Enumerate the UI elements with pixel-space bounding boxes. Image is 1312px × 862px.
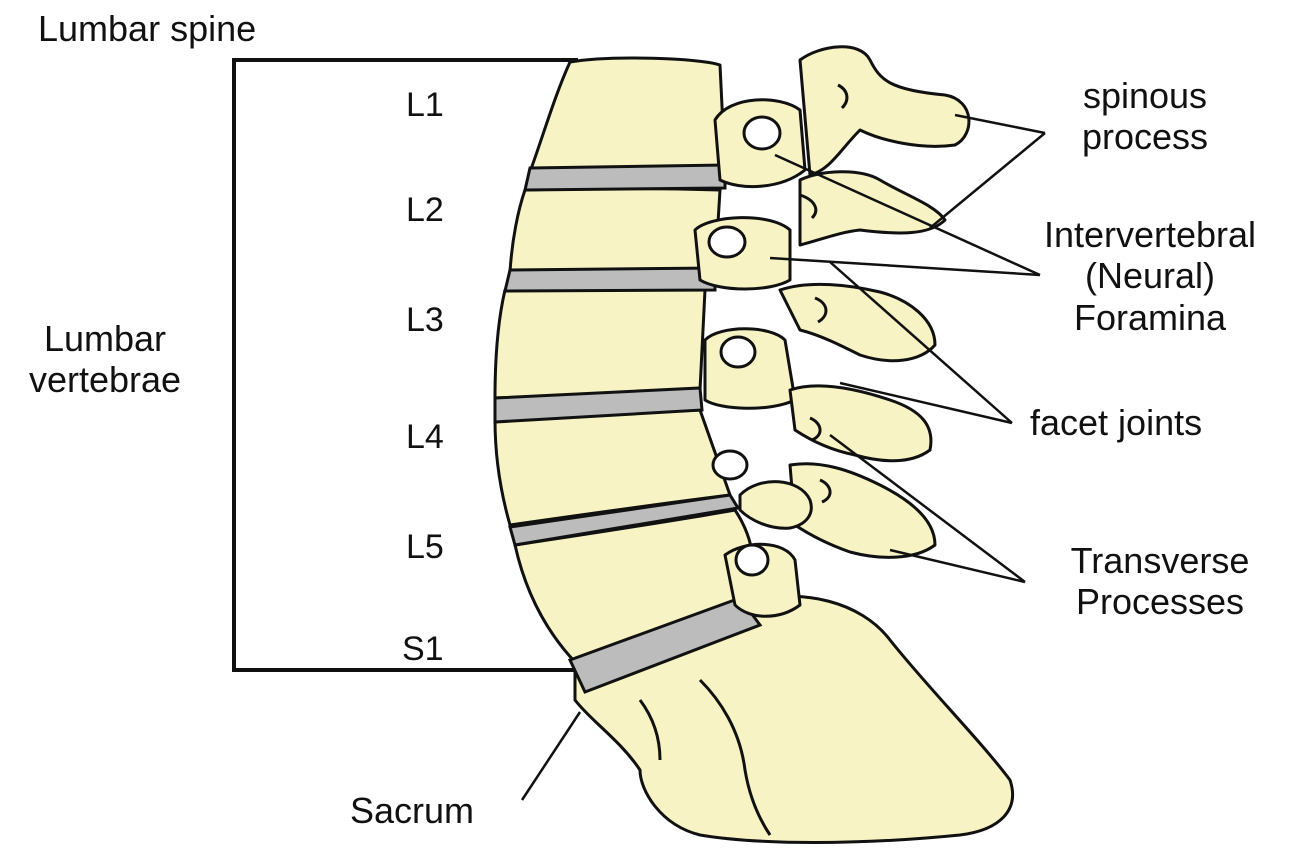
transverse-process-l3 bbox=[778, 282, 937, 363]
level-label-l5: L5 bbox=[406, 528, 444, 566]
foramen-hole bbox=[742, 115, 782, 151]
level-label-s1: S1 bbox=[402, 630, 444, 668]
facet-l5 bbox=[738, 480, 813, 530]
sacrum-fold bbox=[698, 678, 772, 836]
leader-lines bbox=[520, 113, 1046, 801]
intervertebral-disc bbox=[523, 163, 727, 192]
foramen-hole bbox=[734, 543, 770, 577]
leader-transverse-2 bbox=[889, 548, 1026, 584]
vertebra-body-l3 bbox=[493, 288, 707, 400]
level-label-l1: L1 bbox=[406, 86, 444, 124]
intervertebral-disc bbox=[493, 386, 704, 424]
label-transverse-processes: Transverse Processes bbox=[1070, 540, 1250, 623]
label-spinous-process: spinous process bbox=[1081, 75, 1209, 158]
level-label-l4: L4 bbox=[406, 418, 444, 456]
facet-detail bbox=[809, 416, 822, 442]
sacrum-fold bbox=[638, 699, 662, 761]
spinous-process-l2 bbox=[798, 170, 947, 247]
leader-facet-1 bbox=[829, 261, 1013, 424]
leader-facet-2 bbox=[839, 381, 1013, 425]
posterior-element-l2 bbox=[693, 216, 792, 291]
lumbar-bracket bbox=[232, 58, 578, 672]
facet-detail bbox=[819, 478, 832, 504]
facet-detail bbox=[799, 193, 818, 220]
transverse-process-l4 bbox=[788, 384, 933, 463]
label-intervertebral-foramina: Intervertebral (Neural) Foramina bbox=[1043, 214, 1257, 338]
label-sacrum: Sacrum bbox=[350, 790, 475, 831]
foramen-hole bbox=[707, 225, 747, 259]
leader-foramina-2 bbox=[769, 256, 1041, 277]
leader-sacrum bbox=[520, 711, 582, 801]
level-label-l3: L3 bbox=[406, 301, 444, 339]
leader-spinous-1 bbox=[954, 113, 1046, 135]
facet-detail bbox=[837, 83, 849, 110]
foramen-hole bbox=[711, 449, 749, 481]
vertebra-body-l1 bbox=[528, 56, 727, 174]
leader-foramina-1 bbox=[774, 153, 1041, 277]
transverse-process-l5 bbox=[788, 462, 937, 559]
level-label-l2: L2 bbox=[406, 191, 444, 229]
diagram-title: Lumbar spine bbox=[38, 8, 257, 49]
facet-detail bbox=[814, 296, 828, 324]
leader-spinous-2 bbox=[929, 132, 1046, 229]
vertebra-body-l2 bbox=[508, 187, 722, 274]
label-facet-joints: facet joints bbox=[1030, 402, 1203, 443]
leader-transverse-1 bbox=[829, 434, 1026, 583]
spinous-process-l1 bbox=[798, 45, 971, 177]
foramen-hole bbox=[719, 335, 757, 369]
intervertebral-disc bbox=[503, 266, 717, 293]
lumbar-vertebrae-label: Lumbar vertebrae bbox=[28, 318, 182, 401]
intervertebral-disc bbox=[508, 493, 741, 547]
intervertebral-disc bbox=[567, 596, 763, 694]
